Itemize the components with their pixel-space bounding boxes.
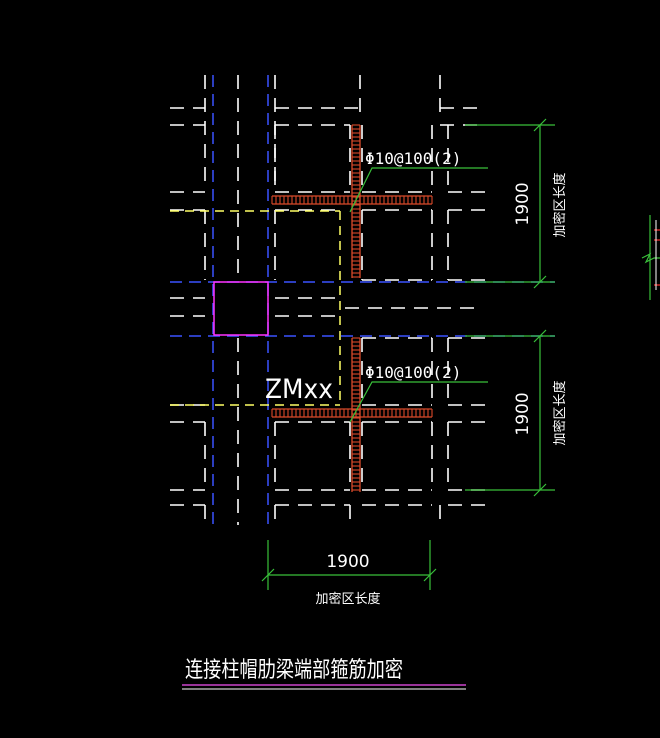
dimension-lines (261, 118, 555, 590)
dim-tick (261, 568, 275, 582)
stirrup-zones (271, 124, 433, 492)
dim-value-upper: 1900 (513, 182, 533, 225)
column-cap-label: ZMxx (265, 374, 333, 405)
stirrup-zone-lower-horizontal (271, 408, 433, 418)
column-section (213, 281, 269, 336)
dim-tick (533, 329, 547, 343)
stirrup-zone-lower-vertical (351, 337, 361, 492)
drawing-title: 连接柱帽肋梁端部箍筋加密 (185, 658, 403, 683)
dim-value-lower: 1900 (513, 392, 533, 435)
dim-tick (533, 483, 547, 497)
column-cap-outline (170, 210, 341, 406)
dim-note-bottom: 加密区长度 (315, 591, 380, 607)
dim-note-upper: 加密区长度 (552, 172, 568, 237)
rebar-label-lower: Φ10@100(2) (365, 363, 461, 382)
dim-tick (533, 118, 547, 132)
stirrup-zone-upper-horizontal (271, 195, 433, 205)
leader-line-lower (349, 381, 488, 423)
beam-outlines (170, 75, 485, 525)
break-symbol (641, 252, 660, 264)
dim-note-lower: 加密区长度 (552, 380, 568, 445)
dim-tick (533, 275, 547, 289)
adjacent-detail-fragment (641, 215, 660, 300)
leader-line-upper (349, 167, 488, 213)
rebar-label-upper: Φ10@100(2) (365, 149, 461, 168)
dim-tick (423, 568, 437, 582)
dim-value-bottom: 1900 (326, 552, 369, 572)
